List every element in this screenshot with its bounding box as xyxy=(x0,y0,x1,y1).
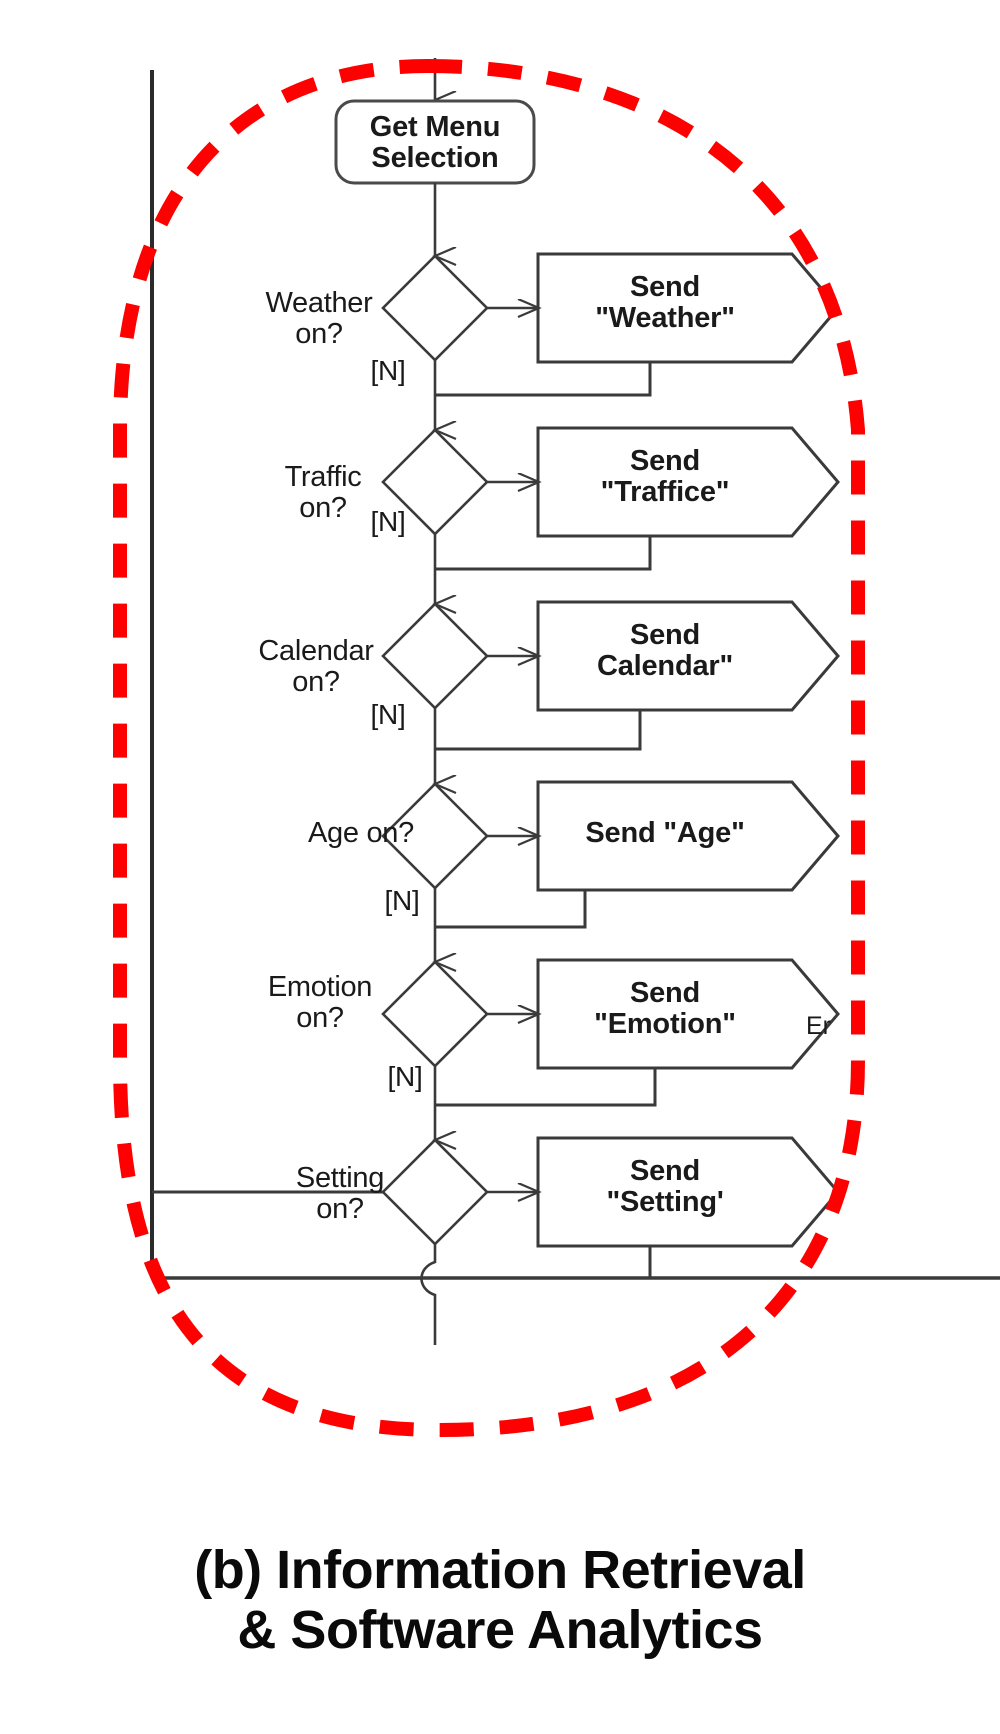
condition-label-emotion: Emotion on? xyxy=(267,971,373,1035)
signal-setting xyxy=(536,1136,840,1248)
guard-label-calendar: [N] xyxy=(370,699,406,730)
signal-weather xyxy=(536,252,840,364)
decision-calendar xyxy=(381,602,489,710)
signal-emotion xyxy=(536,958,840,1070)
decision-weather xyxy=(381,254,489,362)
condition-label-weather: Weather on? xyxy=(265,287,373,351)
action-label-weather: Send "Weather" xyxy=(595,271,735,335)
decision-traffic xyxy=(381,428,489,536)
action-label-traffic: Send "Traffice" xyxy=(600,445,730,509)
signal-traffic xyxy=(536,426,840,538)
condition-label-setting: Setting on? xyxy=(295,1162,385,1226)
decision-emotion xyxy=(381,960,489,1068)
return-age xyxy=(435,890,587,929)
condition-label-calendar: Calendar on? xyxy=(258,635,374,699)
merge-return-paths xyxy=(435,362,657,1278)
truncated-text-fragment: Er xyxy=(806,1012,831,1040)
decision-age xyxy=(381,782,489,890)
highlight-region xyxy=(113,58,865,1438)
action-label-age: Send "Age" xyxy=(585,817,745,849)
guard-label-traffic: [N] xyxy=(370,506,406,537)
send-signal-shapes xyxy=(536,252,840,1248)
guard-label-age: [N] xyxy=(384,885,420,916)
line-hop-jump xyxy=(420,1244,437,1345)
yes-branch-arrows xyxy=(487,308,538,1192)
figure-caption: (b) Information Retrieval & Software Ana… xyxy=(194,1540,806,1661)
condition-label-age: Age on? xyxy=(308,817,414,849)
start-node-label: Get Menu Selection xyxy=(369,111,501,175)
signal-age xyxy=(536,780,840,892)
action-label-calendar: Send Calendar" xyxy=(596,619,734,683)
terminal-flow-with-line-hop xyxy=(420,1244,437,1345)
action-label-emotion: Send "Emotion" xyxy=(594,977,736,1041)
decision-diamonds xyxy=(381,254,489,1246)
action-label-setting: Send "Setting' xyxy=(606,1155,724,1219)
return-weather xyxy=(435,362,652,397)
guard-label-weather: [N] xyxy=(370,355,406,386)
signal-calendar xyxy=(536,600,840,712)
return-traffic xyxy=(435,536,652,571)
return-calendar xyxy=(435,710,642,751)
guard-label-emotion: [N] xyxy=(387,1061,423,1092)
return-emotion xyxy=(435,1068,657,1107)
condition-label-traffic: Traffic on? xyxy=(284,461,362,525)
swimlane-frame xyxy=(150,70,1000,1280)
